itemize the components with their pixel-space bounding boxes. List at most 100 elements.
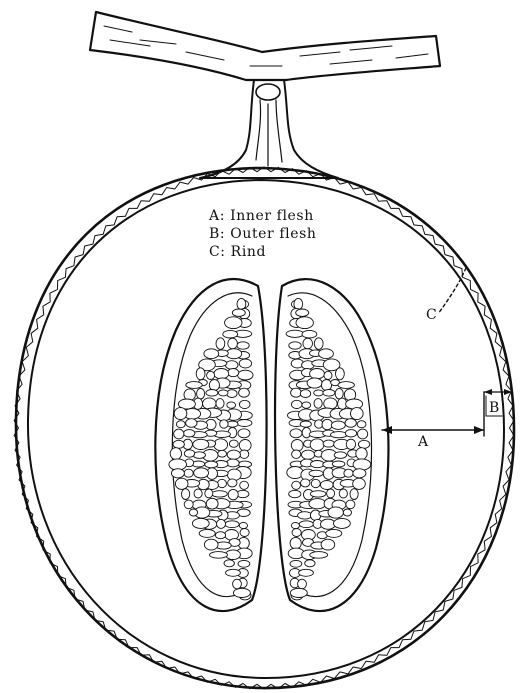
seed [301,479,310,487]
vine-branch [90,12,440,80]
seed [214,369,229,379]
seed [227,450,240,459]
seed [238,370,253,380]
seed [345,419,356,428]
seed [229,440,238,447]
seed [291,400,302,408]
seed [204,539,218,550]
seed [358,429,368,439]
seed [228,369,239,377]
seed [323,440,334,447]
seed [238,560,250,567]
seed [346,500,355,509]
seed [209,380,219,391]
seed [338,382,354,389]
seeds-left [169,298,253,600]
seed [321,380,331,391]
seed [228,479,237,487]
seed [323,390,335,397]
seed [225,317,242,329]
seed [184,469,193,477]
seed [298,512,312,519]
seed [216,399,224,409]
seed [228,338,238,349]
seed [226,569,241,576]
seed [227,459,240,467]
seed [345,430,356,437]
seed [356,448,367,460]
seed [184,430,195,437]
legend: A: Inner flesh B: Outer flesh C: Rind [208,208,317,260]
seed [238,429,250,438]
seed [215,532,225,539]
legend-item-outer-flesh: B: Outer flesh [209,226,317,242]
seed [218,390,228,396]
seed [334,518,351,528]
seed [228,489,238,499]
seed [310,439,324,451]
seed [196,368,205,380]
seed [240,450,249,458]
seed [192,518,209,528]
seed [206,390,218,397]
callout-a: A [382,392,484,450]
seed [299,569,314,576]
seed [300,390,310,398]
seed [289,342,301,349]
seed [321,481,334,490]
seed [199,529,215,537]
seed [240,529,249,537]
seed [227,402,236,408]
seed [237,342,249,349]
seed [344,469,353,477]
seed [298,579,307,589]
seed [311,461,325,468]
seed [343,509,351,516]
seed [203,398,216,409]
seed [346,399,363,409]
seed [336,368,345,380]
seed [303,338,313,349]
legend-item-rind: C: Rind [209,244,266,260]
peduncle [200,80,338,178]
seed [239,522,247,528]
seed [296,309,309,316]
seed [324,371,332,379]
seed [310,491,326,497]
seed [321,539,335,550]
callout-c: C [426,268,466,323]
seed [176,421,185,428]
seed [314,338,323,350]
seed [173,440,184,448]
seed [207,371,215,379]
seed [326,529,342,537]
seed [232,309,245,316]
seed [186,419,197,428]
seed [302,330,317,338]
seed [334,452,346,459]
seed [294,298,303,309]
seed [170,448,181,460]
seed [224,560,234,567]
seed [184,500,193,509]
seed [174,408,187,420]
seed [353,478,366,489]
seed [309,470,323,476]
seed [358,440,369,448]
seed [290,588,307,597]
seed [216,338,225,350]
seed [287,467,303,479]
seed [233,579,242,589]
seed [322,419,332,429]
seed-cavity [155,279,388,611]
seed [292,481,301,489]
seed [353,459,371,470]
seed [237,420,252,427]
seed [194,468,209,478]
seed [350,489,358,500]
seed [184,450,194,457]
seed [346,439,355,449]
seed [307,378,322,388]
